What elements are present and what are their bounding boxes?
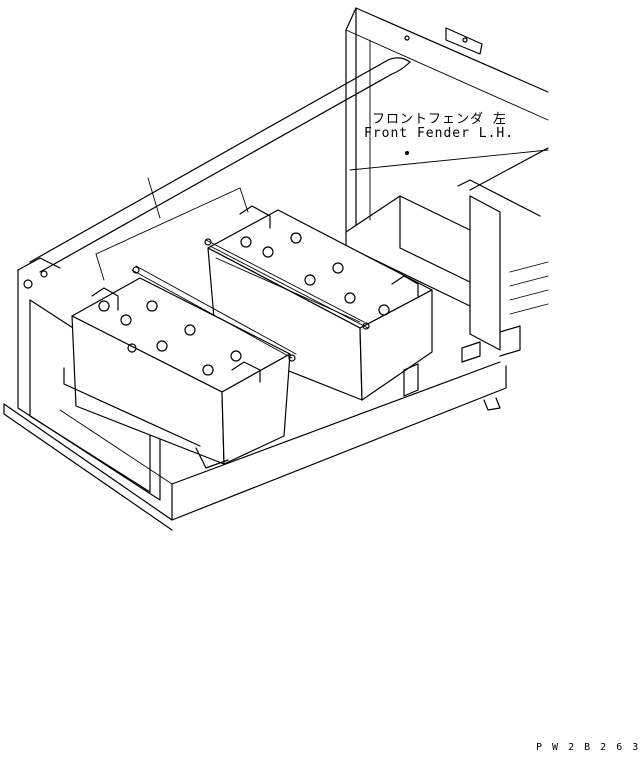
battery-installation-diagram: フロントフェンダ 左 Front Fender L.H. P W 2 B 2 6… [3, 7, 638, 753]
fender-pointer-dot [405, 151, 409, 155]
battery-tray [3, 361, 507, 531]
diagram-drawing [3, 7, 549, 531]
leader-lines [95, 177, 249, 281]
grab-bar [29, 57, 411, 273]
front-fender-label-jp: フロントフェンダ 左 [372, 112, 507, 127]
mounting-bracket [345, 179, 549, 363]
battery-front [63, 265, 297, 469]
battery-rear [204, 205, 433, 401]
drawing-code: P W 2 B 2 6 3 [536, 742, 640, 753]
front-fender-label-en: Front Fender L.H. [364, 126, 515, 141]
front-fender [345, 7, 549, 233]
